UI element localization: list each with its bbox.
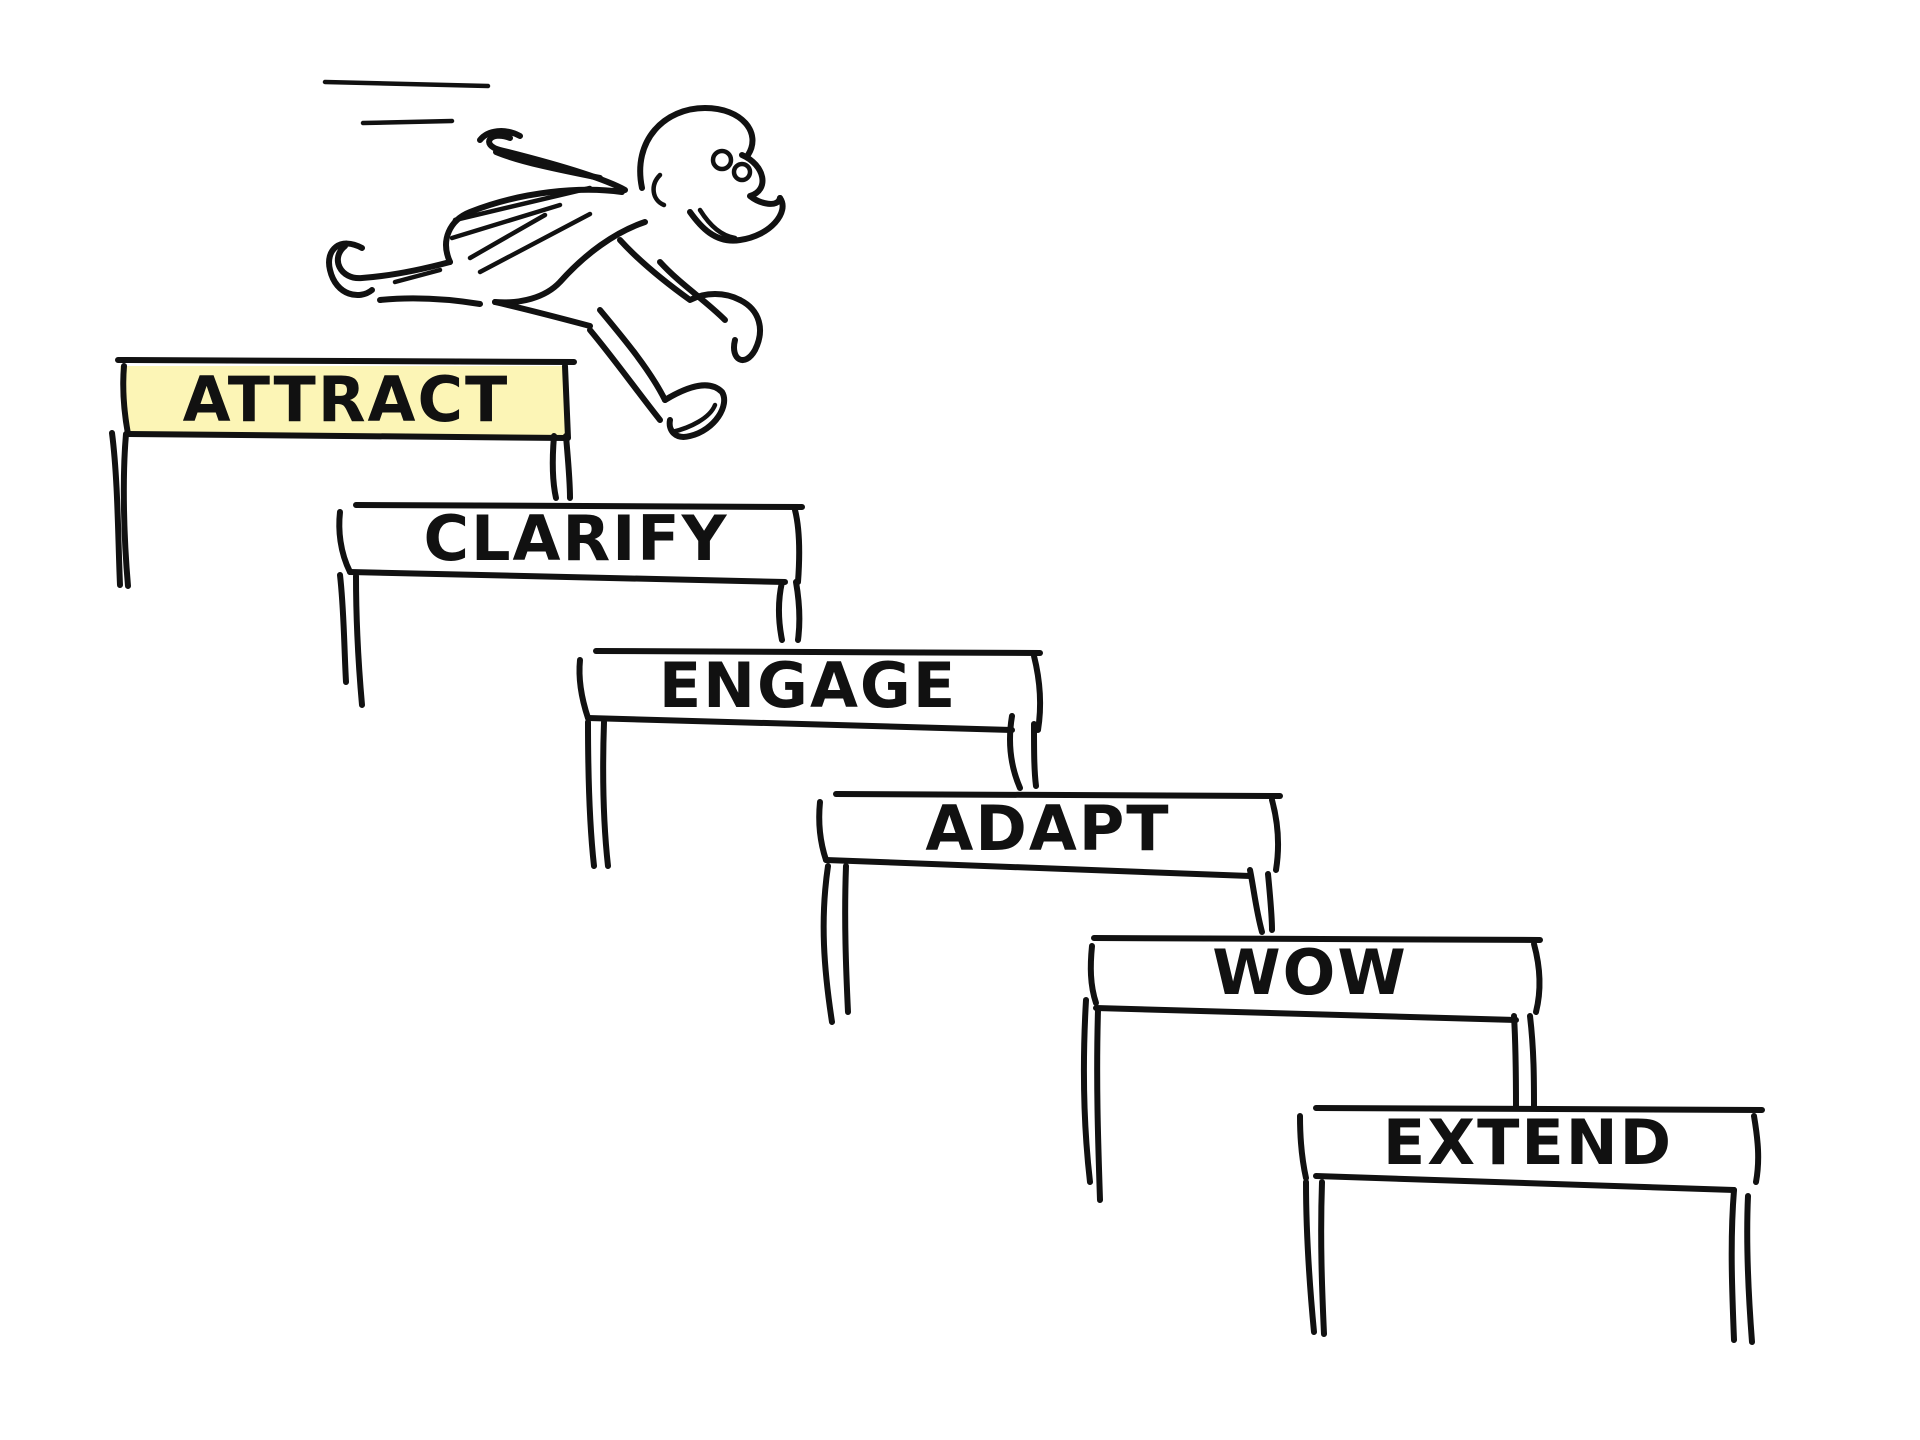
label-adapt: ADAPT [925, 792, 1170, 865]
hurdle-attract [109, 357, 577, 589]
label-engage: ENGAGE [659, 649, 957, 722]
hurdle-engage [576, 648, 1044, 869]
hurdle-adapt [816, 791, 1283, 1025]
hurdle-extend [1297, 1105, 1765, 1345]
label-attract: ATTRACT [183, 363, 510, 436]
hurdle-wow [1080, 935, 1543, 1203]
runner-figure-icon [322, 79, 786, 440]
label-extend: EXTEND [1383, 1106, 1673, 1179]
label-wow: WOW [1212, 936, 1407, 1009]
hurdle-clarify [336, 502, 805, 708]
label-clarify: CLARIFY [423, 502, 728, 575]
